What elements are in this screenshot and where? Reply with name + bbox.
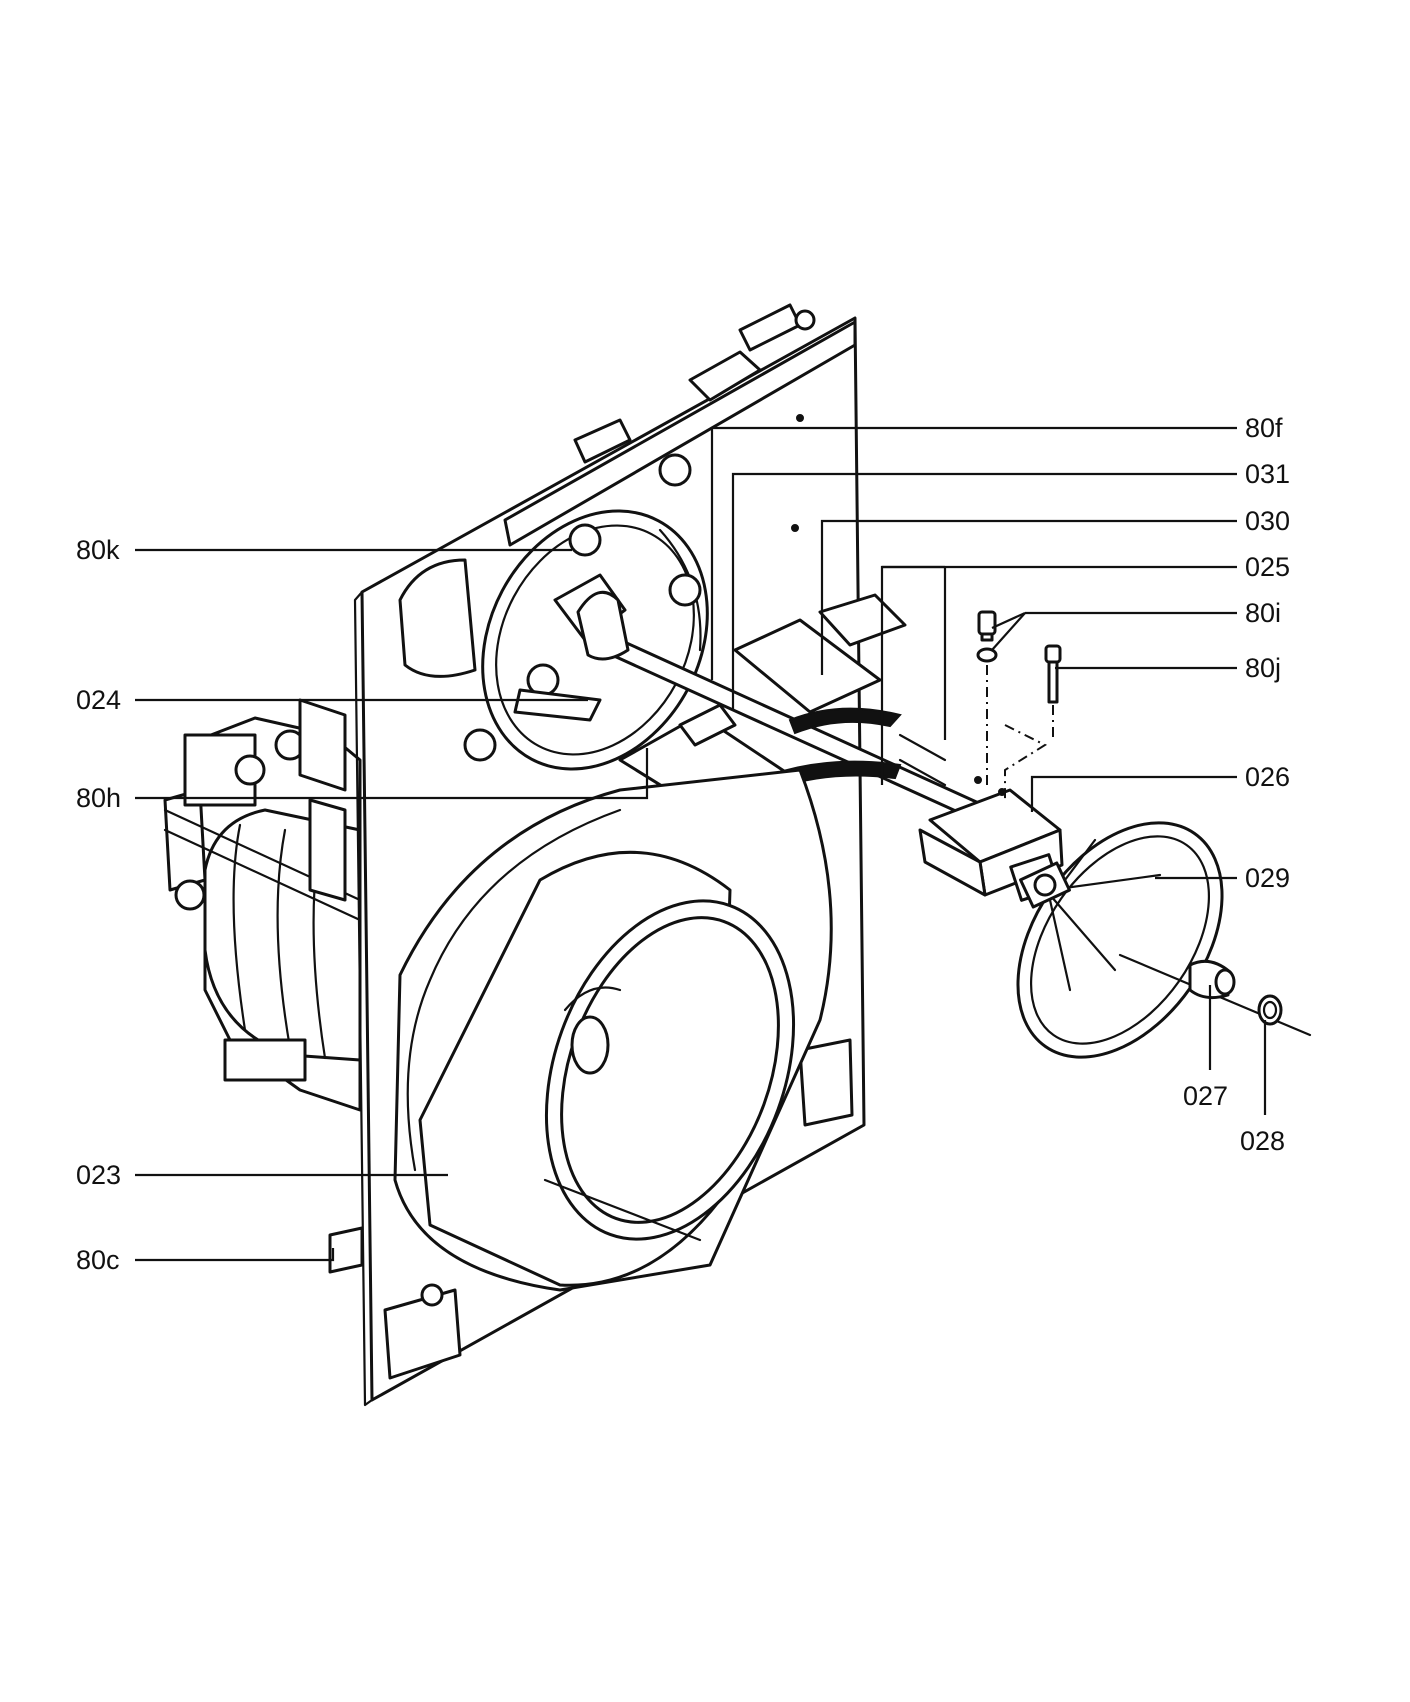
callout-029: 029	[1245, 863, 1290, 893]
callout-labels: 80f 031 030 025 80i 80j 026 029 027 028 …	[76, 413, 1290, 1275]
motor-assembly	[163, 698, 362, 1112]
callout-80c: 80c	[76, 1245, 120, 1275]
callout-80i: 80i	[1245, 598, 1281, 628]
callout-80j: 80j	[1245, 653, 1281, 683]
shaft	[576, 590, 1062, 858]
fan-housing-023	[393, 768, 833, 1292]
callout-80h: 80h	[76, 783, 121, 813]
callout-80f: 80f	[1245, 413, 1283, 443]
leader-lines	[135, 426, 1267, 1262]
callout-028: 028	[1240, 1126, 1285, 1156]
callout-023: 023	[76, 1160, 121, 1190]
nut-and-washer	[1118, 953, 1312, 1037]
callout-024: 024	[76, 685, 121, 715]
callout-80k: 80k	[76, 535, 120, 565]
callout-025: 025	[1245, 552, 1290, 582]
callout-031: 031	[1245, 459, 1290, 489]
hand-wheel-029	[1016, 821, 1224, 1059]
callout-026: 026	[1245, 762, 1290, 792]
callout-027: 027	[1183, 1081, 1228, 1111]
screws	[974, 610, 1062, 800]
callout-030: 030	[1245, 506, 1290, 536]
